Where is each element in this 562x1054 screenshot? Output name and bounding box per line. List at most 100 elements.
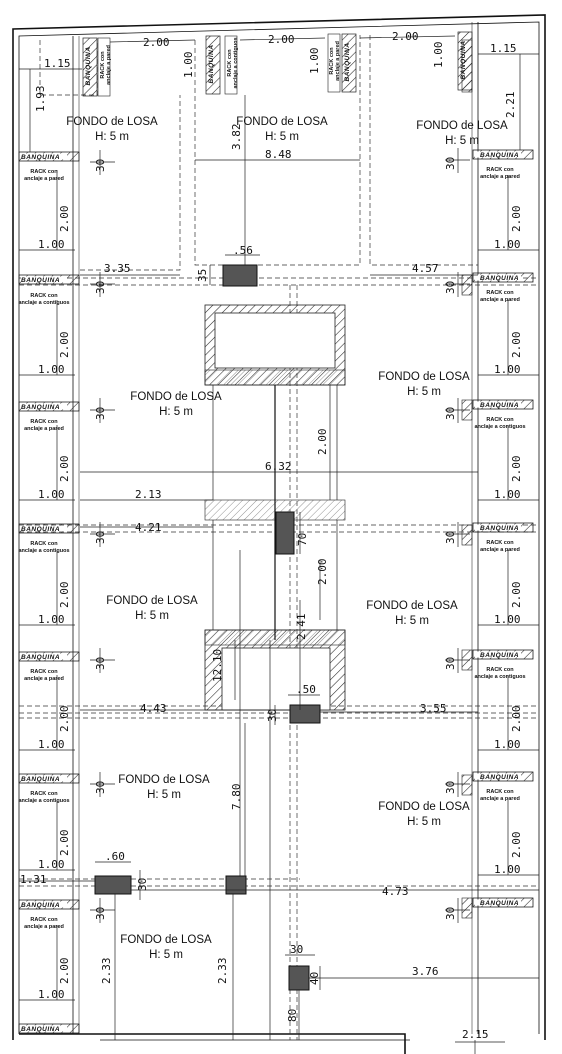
svg-text:FONDO de LOSA: FONDO de LOSA — [120, 934, 212, 946]
svg-text:2.00: 2.00 — [58, 332, 71, 359]
svg-text:2.00: 2.00 — [58, 206, 71, 233]
svg-text:2.41: 2.41 — [295, 614, 308, 641]
svg-text:1.93: 1.93 — [34, 86, 47, 113]
svg-text:RACK con: RACK con — [30, 293, 58, 299]
svg-text:RACK con: RACK con — [100, 51, 106, 79]
dimension-lines — [19, 35, 539, 1054]
svg-text:anclaje a pared: anclaje a pared — [24, 426, 64, 432]
svg-text:1.00: 1.00 — [38, 488, 65, 501]
svg-text:RACK con: RACK con — [486, 540, 514, 546]
svg-text:H: 5 m: H: 5 m — [407, 816, 441, 828]
svg-text:BANQUINA: BANQUINA — [460, 40, 467, 79]
svg-text:BANQUINA: BANQUINA — [480, 652, 519, 659]
svg-text:30: 30 — [444, 157, 457, 170]
svg-text:7.80: 7.80 — [230, 784, 243, 811]
svg-text:anclaje a pared: anclaje a pared — [480, 547, 520, 553]
svg-text:4.73: 4.73 — [382, 885, 409, 898]
svg-text:FONDO de LOSA: FONDO de LOSA — [66, 116, 158, 128]
svg-text:BANQUINA: BANQUINA — [21, 902, 60, 909]
column — [94, 875, 132, 895]
svg-text:BANQUINA: BANQUINA — [480, 900, 519, 907]
svg-text:anclaje a pared: anclaje a pared — [335, 41, 341, 81]
svg-text:30: 30 — [444, 781, 457, 794]
svg-text:RACK con: RACK con — [486, 417, 514, 423]
svg-text:BANQUINA: BANQUINA — [85, 46, 92, 85]
svg-text:BANQUINA: BANQUINA — [21, 277, 60, 284]
svg-text:.60: .60 — [105, 850, 125, 863]
svg-text:H: 5 m: H: 5 m — [135, 610, 169, 622]
svg-text:2.00: 2.00 — [510, 332, 523, 359]
svg-text:FONDO de LOSA: FONDO de LOSA — [366, 600, 458, 612]
svg-text:2.15: 2.15 — [462, 1028, 489, 1041]
svg-text:.56: .56 — [233, 244, 253, 257]
dimension-texts: 2.00 2.00 2.00 1.15 1.15 1.93 2.21 1.00 … — [20, 30, 523, 1041]
svg-text:30: 30 — [444, 531, 457, 544]
svg-text:30: 30 — [94, 907, 107, 920]
svg-text:FONDO de LOSA: FONDO de LOSA — [236, 116, 328, 128]
svg-text:30: 30 — [94, 531, 107, 544]
svg-text:BANQUINA: BANQUINA — [21, 154, 60, 161]
svg-text:2.00: 2.00 — [58, 706, 71, 733]
zone-labels: FONDO de LOSA H: 5 m FONDO de LOSA H: 5 … — [66, 116, 508, 961]
svg-text:RACK con: RACK con — [486, 667, 514, 673]
svg-text:H: 5 m: H: 5 m — [149, 949, 183, 961]
rack-labels-left: RACK con anclaje a pared RACK con anclaj… — [18, 169, 69, 930]
columns — [94, 264, 321, 991]
svg-text:RACK con: RACK con — [30, 541, 58, 547]
svg-text:3.35: 3.35 — [104, 262, 131, 275]
svg-text:1.00: 1.00 — [494, 738, 521, 751]
svg-text:2.00: 2.00 — [143, 36, 170, 49]
svg-text:12.10: 12.10 — [211, 649, 224, 682]
svg-text:BANQUINA: BANQUINA — [480, 152, 519, 159]
svg-text:2.00: 2.00 — [510, 706, 523, 733]
svg-text:anclaje a pared: anclaje a pared — [106, 45, 112, 85]
svg-text:RACK con: RACK con — [486, 789, 514, 795]
svg-text:BANQUINA: BANQUINA — [21, 1026, 60, 1033]
svg-text:BANQUINA: BANQUINA — [208, 44, 215, 83]
pillar-blocks — [461, 39, 473, 919]
svg-text:2.33: 2.33 — [100, 958, 113, 985]
svg-text:2.00: 2.00 — [510, 206, 523, 233]
svg-text:3.76: 3.76 — [412, 965, 439, 978]
svg-text:30: 30 — [94, 407, 107, 420]
svg-text:30: 30 — [290, 943, 303, 956]
svg-text:1.00: 1.00 — [38, 238, 65, 251]
svg-text:.50: .50 — [296, 683, 316, 696]
svg-text:2.13: 2.13 — [135, 488, 162, 501]
svg-text:1.00: 1.00 — [308, 48, 321, 75]
column — [225, 875, 247, 895]
svg-text:4.43: 4.43 — [140, 702, 167, 715]
svg-text:30: 30 — [444, 657, 457, 670]
svg-text:RACK con: RACK con — [30, 419, 58, 425]
svg-text:anclaje a contiguos: anclaje a contiguos — [18, 548, 69, 554]
svg-text:anclaje a contiguos: anclaje a contiguos — [474, 424, 525, 430]
svg-text:FONDO de LOSA: FONDO de LOSA — [130, 391, 222, 403]
column — [289, 704, 321, 724]
svg-text:1.00: 1.00 — [432, 42, 445, 69]
banquina-labels: BANQUINA BANQUINA BANQUINA BANQUINA BANQ… — [21, 152, 519, 1033]
svg-text:RACK con: RACK con — [329, 47, 335, 75]
svg-text:30: 30 — [94, 281, 107, 294]
svg-text:2.00: 2.00 — [58, 958, 71, 985]
svg-text:FONDO de LOSA: FONDO de LOSA — [378, 801, 470, 813]
svg-text:anclaje a pared: anclaje a pared — [480, 297, 520, 303]
svg-text:2.00: 2.00 — [58, 830, 71, 857]
svg-text:anclaje a pared: anclaje a pared — [24, 676, 64, 682]
svg-text:30: 30 — [94, 781, 107, 794]
svg-text:2.00: 2.00 — [316, 429, 329, 456]
svg-text:1.00: 1.00 — [38, 738, 65, 751]
svg-text:30: 30 — [94, 657, 107, 670]
top-rack-bars — [82, 31, 473, 97]
svg-text:30: 30 — [136, 878, 149, 891]
svg-text:2.33: 2.33 — [216, 958, 229, 985]
svg-text:anclaje a contiguos: anclaje a contiguos — [18, 300, 69, 306]
column — [288, 965, 310, 991]
rack-labels-right: RACK con anclaje a pared RACK con anclaj… — [474, 167, 525, 802]
svg-text:RACK con: RACK con — [30, 669, 58, 675]
svg-text:1.00: 1.00 — [38, 858, 65, 871]
svg-text:1.31: 1.31 — [20, 873, 47, 886]
svg-text:3.55: 3.55 — [420, 702, 447, 715]
svg-text:2.00: 2.00 — [268, 33, 295, 46]
svg-text:RACK con: RACK con — [227, 49, 233, 77]
svg-text:2.00: 2.00 — [316, 559, 329, 586]
